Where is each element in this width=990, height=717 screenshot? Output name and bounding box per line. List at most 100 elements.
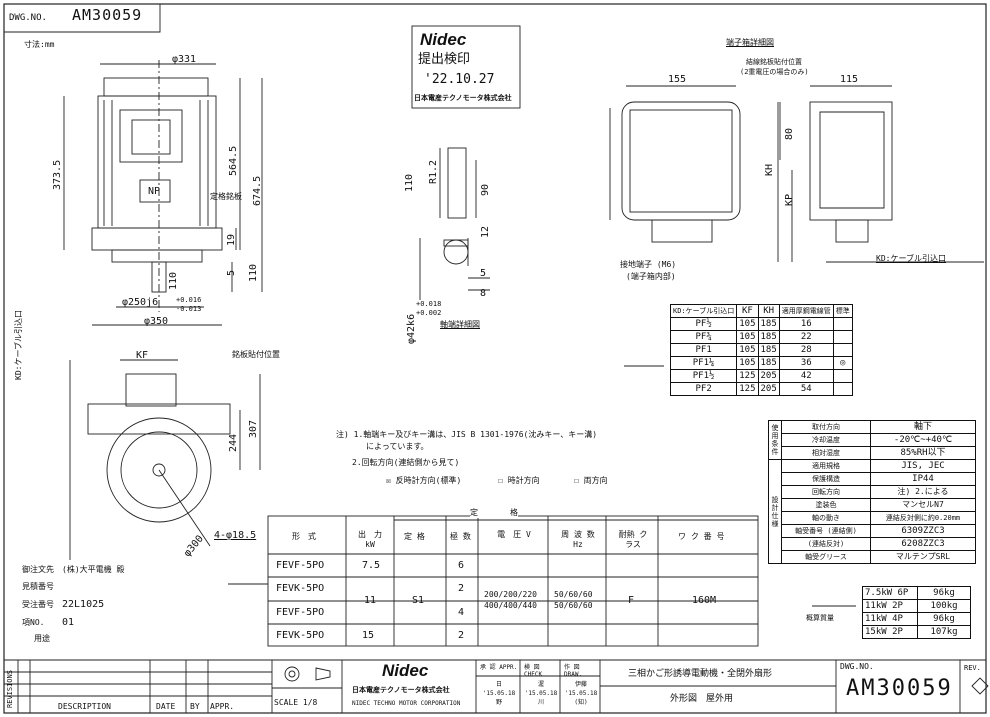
shaft-110: 110 — [404, 173, 415, 192]
spec-r0-kw: 7.5 — [362, 560, 381, 571]
use-v6: マンセルN7 — [870, 498, 976, 512]
use-k2: 相対湿度 — [781, 446, 871, 460]
dim-110a: 110 — [168, 271, 179, 290]
customer-l4: 項NO. — [22, 618, 45, 627]
spec-h-volt: 電 圧 V — [497, 530, 531, 539]
use-v0: 軸下 — [870, 420, 976, 434]
kd-th-4: 標準 — [832, 304, 853, 318]
terminal-kd: KD:ケーブル引込口 — [876, 254, 946, 263]
side-plate: 銘板貼付位置 — [232, 350, 280, 359]
dim-564: 564.5 — [228, 145, 239, 176]
use-v8: 6309ZZC3 — [870, 524, 976, 538]
customer-l3: 受注番号 — [22, 600, 54, 609]
use-k9: (連結反対) — [781, 537, 871, 551]
kd-cell: 105 — [736, 317, 759, 331]
tb-description: DESCRIPTION — [58, 702, 111, 711]
kd-cell: 36 — [778, 356, 834, 370]
use-side2: 設計仕様 — [768, 459, 782, 564]
kd-cell: 125 — [736, 369, 759, 383]
kd-cell: PF1½ — [669, 369, 738, 383]
tb-draw-v: 伊藤 '15.05.18 (知) — [564, 681, 598, 706]
tb-scale: SCALE 1/8 — [274, 698, 318, 707]
kd-th-1: KF — [736, 304, 759, 318]
rotation-both-label: 両方向 — [583, 476, 608, 485]
use-v10: マルテンプSRL — [870, 550, 976, 564]
use-k4: 保護構造 — [781, 472, 871, 486]
tb-logo: Nidec — [382, 661, 429, 680]
use-v9: 6208ZZC3 — [870, 537, 976, 551]
use-k10: 軸受グリース — [781, 550, 871, 564]
kd-cell: 205 — [757, 382, 780, 396]
weight-key: 7.5kW 6P — [862, 586, 918, 600]
kd-th-2: KH — [757, 304, 780, 318]
spec-r3-kw: 15 — [362, 630, 375, 641]
tb-check-h: 検 図 CHECK — [524, 664, 543, 678]
tb-appr-h: 承 認 APPR. — [480, 664, 518, 671]
use-k7: 軸の動き — [781, 511, 871, 525]
dwg-no-label: DWG.NO. — [9, 13, 47, 23]
kd-cell: PF1¼ — [669, 356, 738, 370]
rotation-cw-label: 時計方向 — [507, 476, 540, 485]
kd-th-3: 適用厚鋼電線管 — [778, 304, 834, 318]
weight-val: 96kg — [917, 612, 971, 626]
kd-cell — [832, 343, 853, 357]
shaft-r12: R1.2 — [428, 159, 439, 184]
customer-l5: 用途 — [34, 634, 50, 643]
spec-h-type: 形 式 — [292, 532, 316, 541]
stamp-date: '22.10.27 — [424, 72, 495, 87]
kd-cell: 185 — [757, 317, 780, 331]
kd-cell: 54 — [778, 382, 834, 396]
spec-h-kw: 出 力 kW — [358, 530, 382, 549]
dim-d350: φ350 — [144, 316, 169, 327]
tb-company: 日本電産テクノモータ株式会社 — [352, 686, 450, 694]
kd-cell: PF½ — [669, 317, 738, 331]
kd-cell: 105 — [736, 343, 759, 357]
stamp-title: 提出検印 — [418, 52, 471, 67]
tb-appr: APPR. — [210, 702, 235, 711]
customer-v3: 22L1025 — [62, 599, 105, 610]
kd-cell — [832, 330, 853, 344]
kd-cell: 185 — [757, 343, 780, 357]
terminal-115: 115 — [840, 74, 859, 85]
side-kf: KF — [136, 350, 149, 361]
note-1a: 注) 1.軸端キー及びキー溝は、JIS B 1301-1976(沈みキー、キー溝… — [336, 430, 598, 439]
tb-rev: REV. — [964, 664, 981, 672]
kd-cell: 185 — [757, 356, 780, 370]
rotation-ccw-label: 反時計方向(標準) — [395, 476, 462, 485]
dim-674: 674.5 — [252, 175, 263, 206]
kd-cell: 16 — [778, 317, 834, 331]
spec-r0-pole: 6 — [458, 560, 465, 571]
kd-cell: PF¾ — [669, 330, 738, 344]
terminal-kh: KH — [764, 163, 775, 176]
shaft-detail-title: 軸端詳細図 — [440, 320, 480, 329]
note-2: 2.回転方向(連結側から見て) — [352, 458, 460, 467]
kd-cell: 28 — [778, 343, 834, 357]
note-1b: によっています。 — [366, 442, 429, 451]
nameplate-label: 定格銘板 — [210, 192, 242, 201]
kd-th-0: KD:ケーブル引込口 — [669, 304, 738, 318]
kd-cell: 42 — [778, 369, 834, 383]
use-k5: 回転方向 — [781, 485, 871, 499]
dim-19: 19 — [226, 233, 237, 246]
spec-r3-pole: 2 — [458, 630, 465, 641]
stamp-logo: Nidec — [420, 30, 467, 49]
dim-d250: φ250j6 — [122, 297, 159, 308]
customer-l1: 御注文先 — [22, 565, 54, 574]
use-v4: IP44 — [870, 472, 976, 486]
spec-rating: S1 — [412, 595, 425, 606]
side-307: 307 — [248, 419, 259, 438]
spec-r1-type: FEVK-5PO — [276, 583, 325, 594]
kd-cell: 125 — [736, 382, 759, 396]
tb-title1: 三相かご形誘導電動機・全閉外扇形 — [628, 669, 773, 679]
terminal-80: 80 — [784, 127, 795, 140]
terminal-ground: 接地端子 (M6) — [620, 260, 677, 269]
kd-cell — [832, 369, 853, 383]
tb-company-en: NIDEC TECHNO MOTOR CORPORATION — [352, 700, 461, 707]
kd-cell — [832, 382, 853, 396]
